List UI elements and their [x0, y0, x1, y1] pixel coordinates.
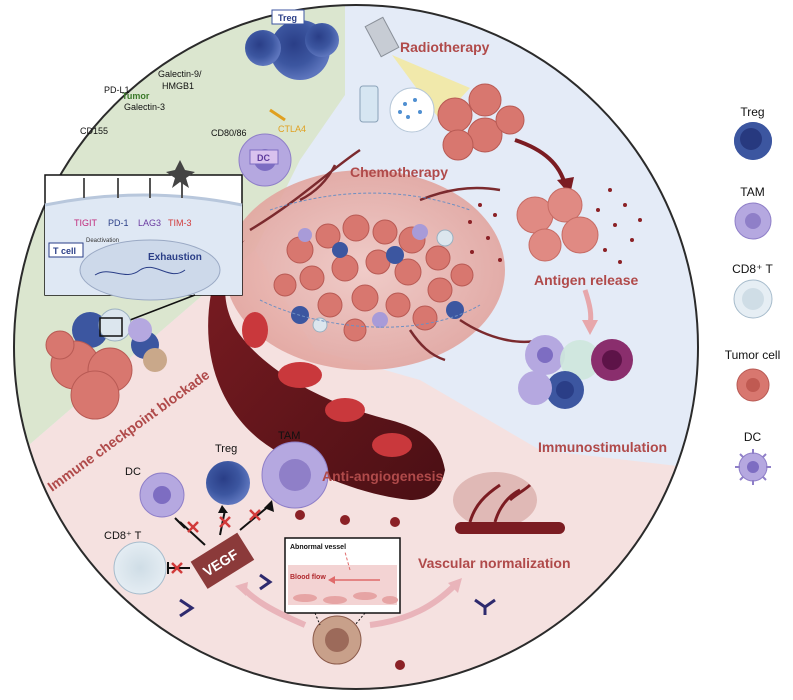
legend-label-tam: TAM — [740, 185, 765, 199]
main-circle — [13, 4, 699, 690]
label-lag3: LAG3 — [138, 218, 161, 228]
label-tam-vegf: TAM — [278, 430, 300, 442]
label-cd155: CD155 — [80, 126, 108, 136]
label-abnormal-vessel: Abnormal vessel — [290, 544, 346, 551]
label-galectin9: Galectin-9/ — [158, 69, 202, 79]
label-tcell: T cell — [53, 246, 76, 256]
antigen-release-tumor — [468, 187, 642, 264]
checkpoint-cluster — [45, 308, 167, 420]
legend-treg-icon — [734, 122, 772, 160]
legend: Treg TAM CD8⁺ T Tumor cell DC — [712, 0, 793, 695]
vessel-inset — [284, 537, 401, 614]
label-dc-top: DC — [257, 153, 270, 163]
chemo-drip — [359, 85, 435, 133]
label-tim3: TIM-3 — [168, 218, 192, 228]
label-cd80: CD80/86 — [211, 128, 247, 138]
title-anti-angiogenesis: Anti-angiogenesis — [322, 468, 444, 484]
label-ctla4: CTLA4 — [278, 124, 306, 134]
label-galectin3: Galectin-3 — [124, 102, 165, 112]
label-deactivation: Deactivation — [86, 238, 119, 244]
label-pdl1: PD-L1 — [104, 85, 130, 95]
legend-dc-icon — [735, 449, 771, 485]
blood-vessel — [208, 240, 445, 500]
small-tumor — [312, 612, 366, 665]
legend-label-treg: Treg — [740, 105, 765, 119]
legend-tumor-icon — [736, 368, 770, 402]
tumor-mass — [225, 148, 541, 370]
vegf-cells — [113, 441, 496, 670]
legend-tam-icon — [734, 202, 772, 240]
legend-label-dc: DC — [743, 430, 762, 444]
legend-cd8-icon — [733, 279, 773, 319]
title-radiotherapy: Radiotherapy — [400, 39, 490, 55]
legend-label-tumor: Tumor cell — [724, 348, 781, 362]
label-cd8-vegf: CD8⁺ T — [104, 530, 142, 542]
checkpoint-inset — [44, 160, 243, 301]
label-treg-vegf: Treg — [215, 443, 237, 455]
title-vascular-normalization: Vascular normalization — [418, 555, 571, 571]
title-immunostimulation: Immunostimulation — [538, 439, 667, 455]
arrow-left — [242, 587, 307, 628]
label-hmgb1: HMGB1 — [162, 81, 194, 91]
arrow-right — [369, 582, 458, 628]
diagram-svg: Immune checkpoint blockade Radiotherapy … — [13, 4, 699, 690]
immunostim-cells — [518, 335, 633, 409]
label-treg-top: Treg — [278, 13, 297, 23]
label-pd1: PD-1 — [108, 218, 129, 228]
title-antigen-release: Antigen release — [534, 272, 638, 288]
title-chemotherapy: Chemotherapy — [350, 164, 448, 180]
label-blood-flow: Blood flow — [290, 574, 326, 581]
label-tigit: TIGIT — [74, 218, 97, 228]
legend-label-cd8: CD8⁺ T — [732, 262, 773, 276]
label-dc-vegf: DC — [125, 466, 141, 478]
label-exhaustion: Exhaustion — [148, 252, 202, 263]
ctla4-cells — [238, 9, 339, 187]
normalized-vessel — [453, 472, 565, 534]
label-tumor-tag: Tumor — [122, 91, 150, 101]
irradiated-tumor — [437, 83, 525, 161]
